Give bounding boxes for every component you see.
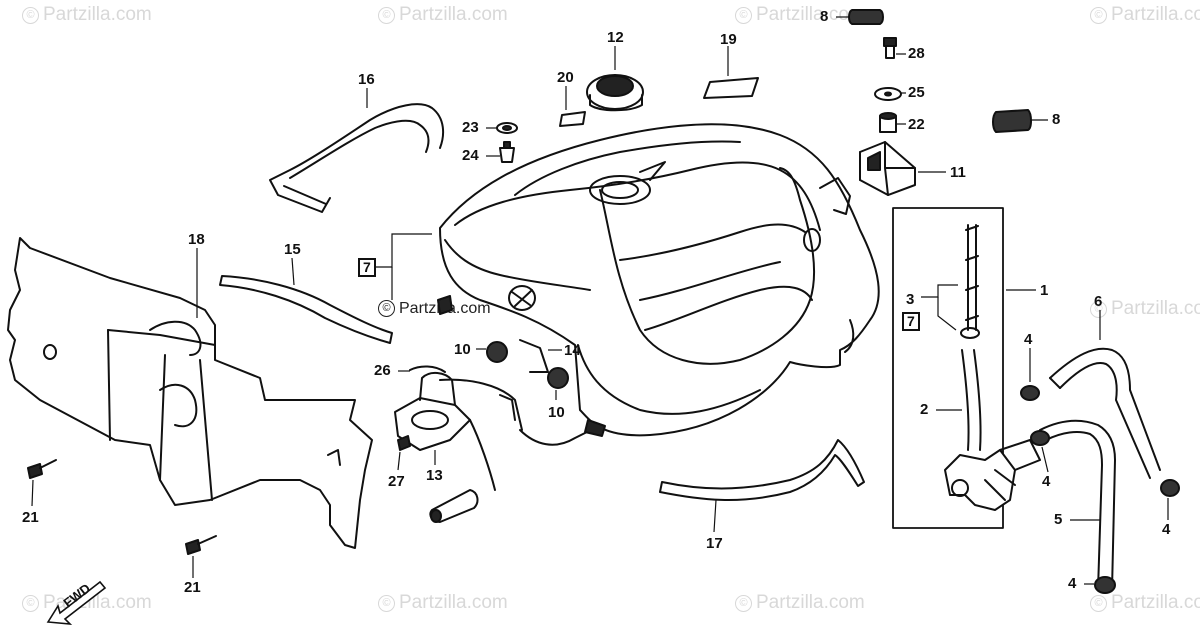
callout-15: 15: [284, 241, 301, 258]
callout-21: 21: [184, 579, 201, 596]
callout-25: 25: [908, 84, 925, 101]
callout-7: 7: [902, 312, 920, 331]
callout-5: 5: [1054, 511, 1063, 528]
callout-13: 13: [426, 467, 443, 484]
breather-hose-16: [269, 103, 445, 213]
callout-1: 1: [1040, 282, 1049, 299]
watermark: ©Partzilla.com: [378, 592, 508, 614]
callout-17: 17: [706, 535, 723, 552]
callout-27: 27: [388, 473, 405, 490]
watermark: ©Partzilla.com: [735, 592, 865, 614]
callout-24: 24: [462, 147, 479, 164]
callout-7: 7: [358, 258, 376, 277]
callout-3: 3: [906, 291, 915, 308]
watermark: ©Partzilla.com: [1090, 298, 1200, 320]
callout-12: 12: [607, 29, 624, 46]
callout-22: 22: [908, 116, 925, 133]
callout-18: 18: [188, 231, 205, 248]
watermark: ©Partzilla.com: [1090, 4, 1200, 26]
mounting-hardware: [848, 9, 1032, 133]
tank-bracket: [859, 141, 916, 196]
callout-4: 4: [1042, 473, 1051, 490]
side-cover: [7, 237, 373, 549]
callout-8: 8: [820, 8, 829, 25]
fuel-tank: [439, 123, 880, 437]
callout-2: 2: [920, 401, 929, 418]
watermark: ©Partzilla.com: [22, 4, 152, 26]
fuel-pump-sender: [394, 365, 606, 523]
callout-23: 23: [462, 119, 479, 136]
watermark: ©Partzilla.com: [378, 4, 508, 26]
callout-19: 19: [720, 31, 737, 48]
callout-4: 4: [1162, 521, 1171, 538]
callout-4: 4: [1024, 331, 1033, 348]
callout-21: 21: [22, 509, 39, 526]
forward-arrow-icon: [46, 580, 107, 625]
callout-10: 10: [548, 404, 565, 421]
watermark: ©Partzilla.com: [1090, 592, 1200, 614]
callout-11: 11: [950, 164, 966, 181]
tank-cap-gasket: [586, 74, 644, 112]
callout-14: 14: [564, 342, 581, 359]
callout-20: 20: [557, 69, 574, 86]
callout-8: 8: [1052, 111, 1061, 128]
callout-6: 6: [1094, 293, 1103, 310]
callout-16: 16: [358, 71, 375, 88]
watermark: ©Partzilla.com: [735, 4, 865, 26]
callout-26: 26: [374, 362, 391, 379]
callout-10: 10: [454, 341, 471, 358]
callout-4: 4: [1068, 575, 1077, 592]
callout-28: 28: [908, 45, 925, 62]
